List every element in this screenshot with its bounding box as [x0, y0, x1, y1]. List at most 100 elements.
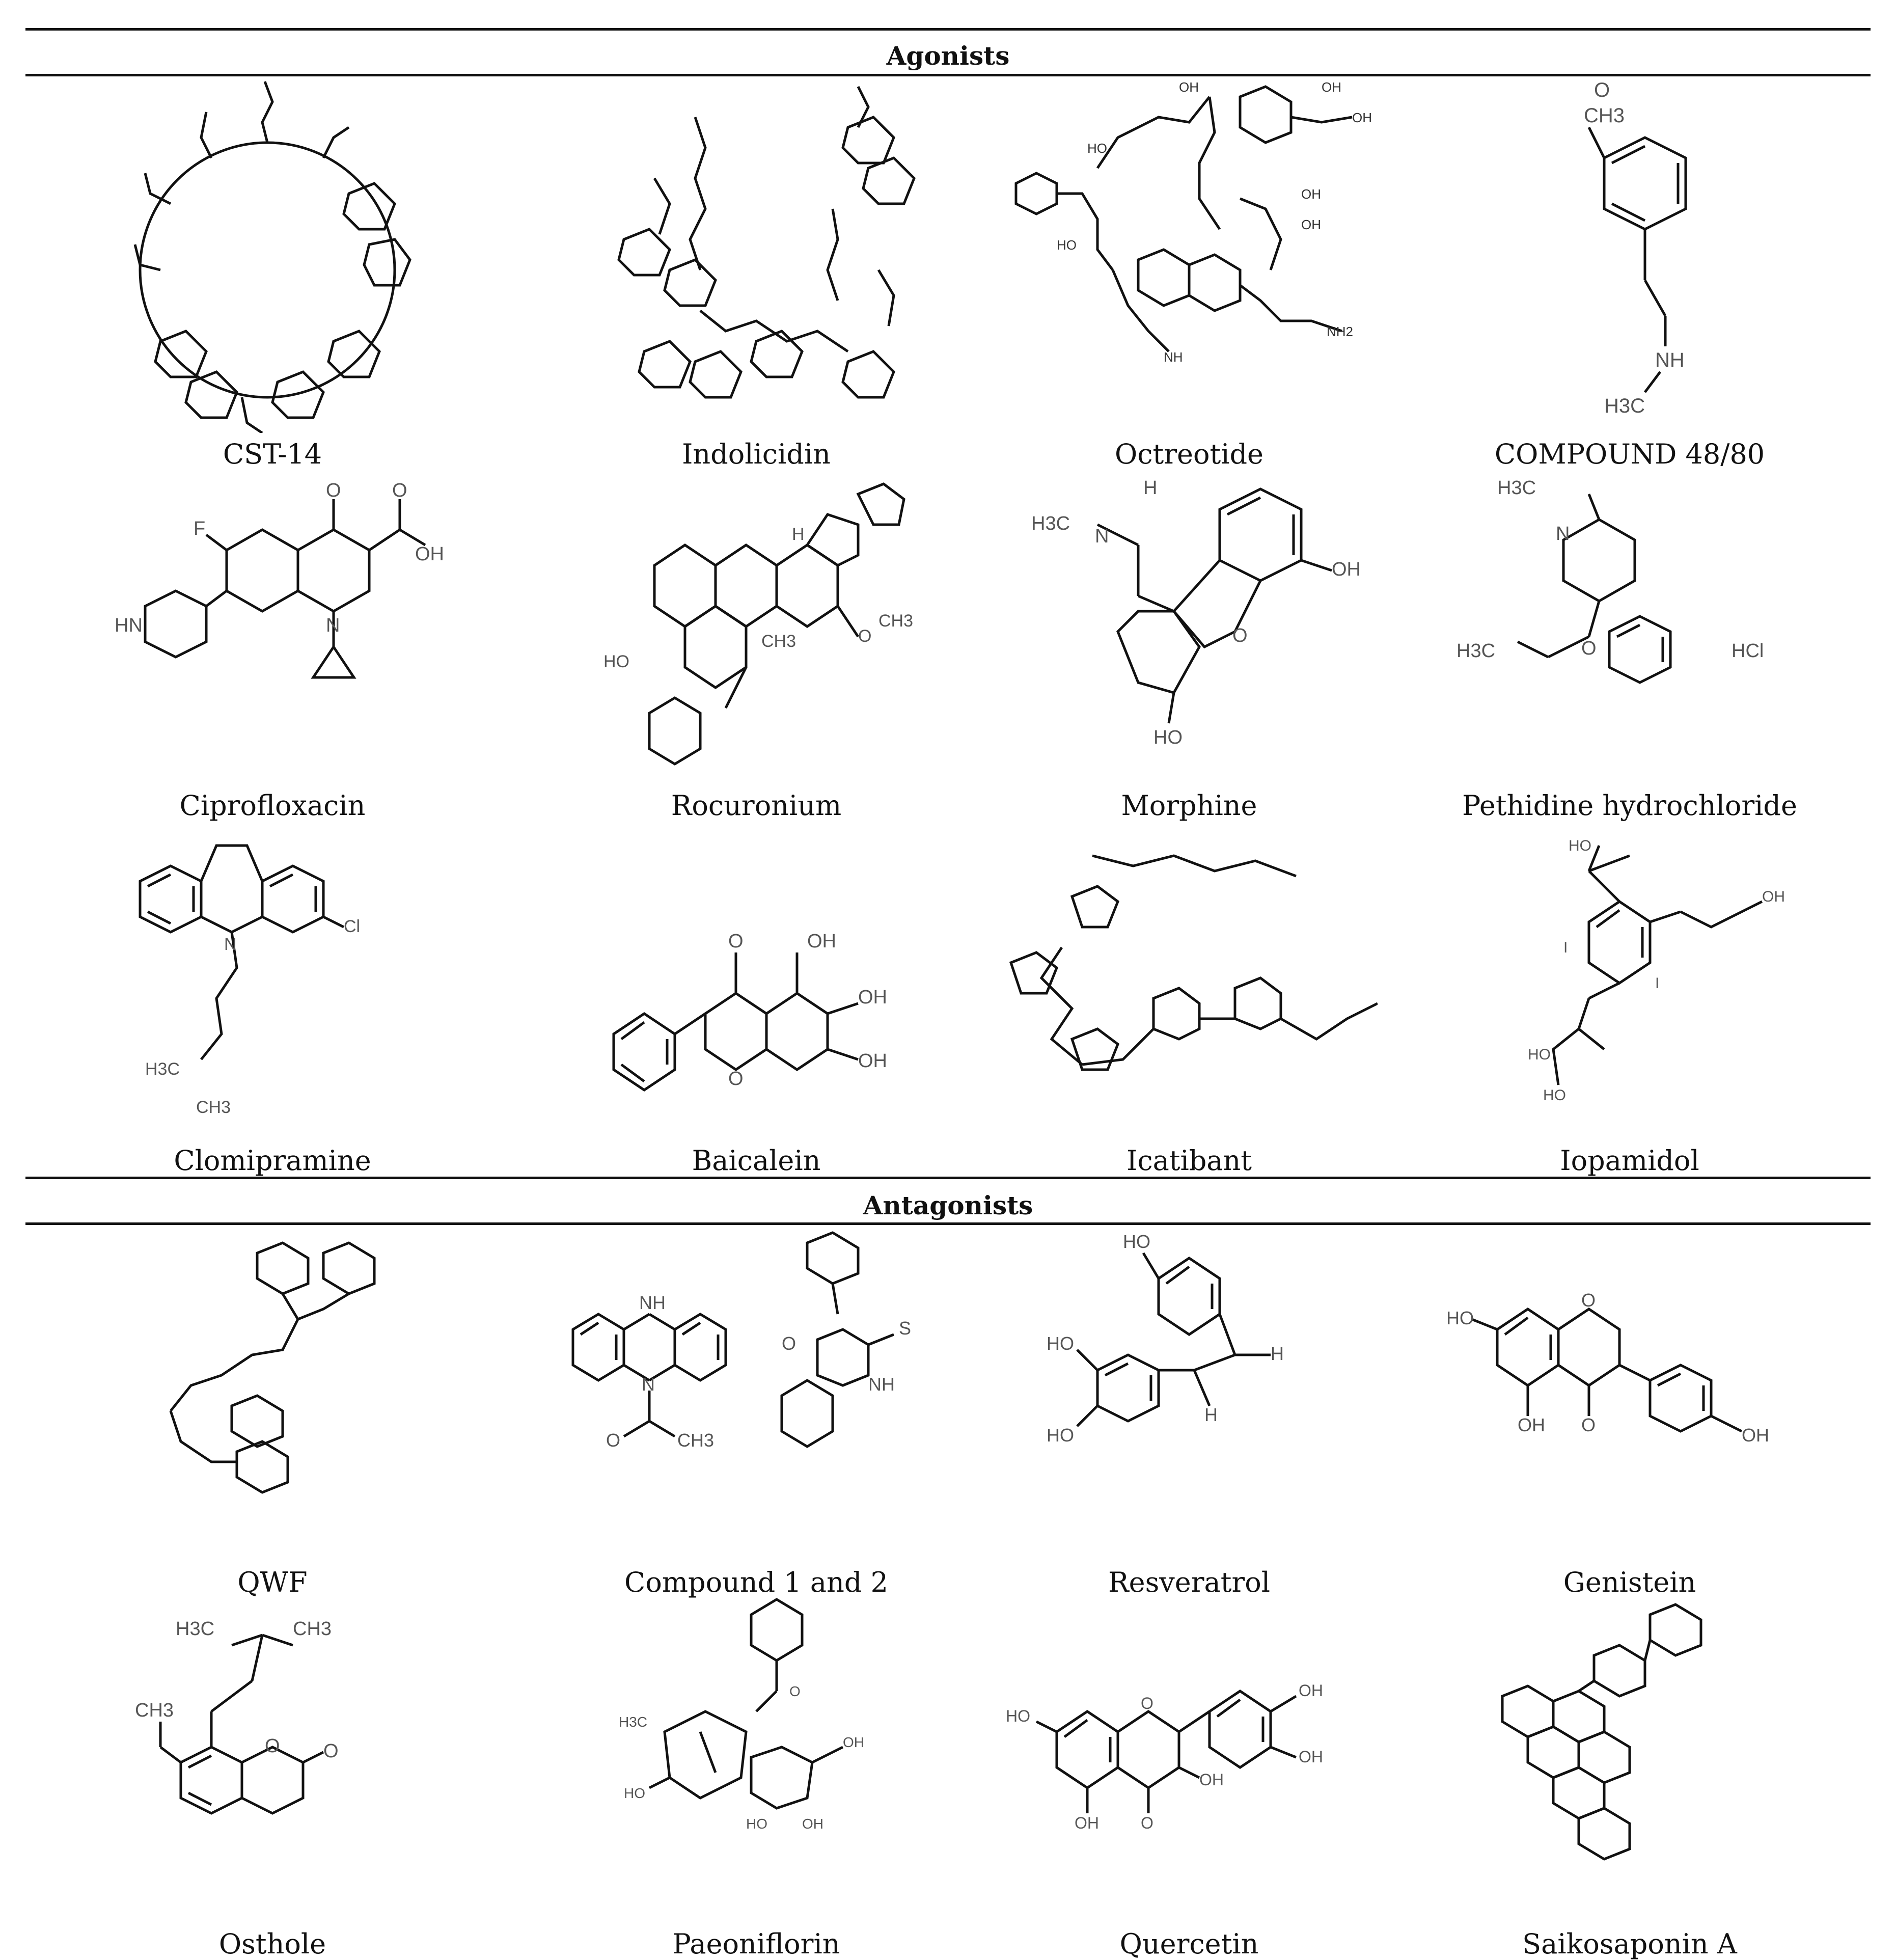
h3c-label: H3C: [176, 1618, 214, 1640]
svg-text:OH: OH: [1352, 110, 1372, 125]
side-hydroxy-label: OH: [1762, 888, 1785, 905]
quercetin-structure: HO O OH OH OH OH O: [1006, 1681, 1323, 1832]
bottom-ho-label: HO: [1047, 1425, 1074, 1446]
ring-n-label: N: [224, 935, 237, 954]
n-methyl-label: H3C: [145, 1059, 180, 1079]
acetate-o-label: O: [858, 627, 871, 646]
pethidine-caption: Pethidine hydrochloride: [1462, 790, 1797, 822]
compound-ciprofloxacin: O F OH HN N O Ciprofloxacin: [53, 474, 491, 830]
paeoniflorin-structure: H3C O HO OH HO OH: [619, 1598, 864, 1832]
ch3-label: CH3: [293, 1618, 332, 1640]
octreotide-caption: Octreotide: [1115, 438, 1263, 470]
ester-o-label: O: [1581, 638, 1597, 659]
cst-14-structure: [133, 81, 411, 433]
ciprofloxacin-structure: O F OH HN N O: [115, 480, 444, 679]
bridge-h-label: H: [792, 525, 805, 544]
rocuronium-structure: H CH3 HO O CH3: [603, 482, 913, 766]
icatibant-caption: Icatibant: [1126, 1145, 1252, 1177]
bridgehead-h-label: H: [1143, 479, 1157, 499]
phenazine-n-label: N: [642, 1374, 655, 1395]
quinazoline-o-label: O: [782, 1333, 796, 1354]
keto-o-label: O: [326, 480, 341, 501]
osthole-caption: Osthole: [218, 1928, 326, 1960]
hcl-label: HCl: [1732, 640, 1764, 662]
compound-qwf: QWF: [53, 1228, 491, 1598]
ho-label: HO: [624, 1785, 645, 1801]
rocuronium-caption: Rocuronium: [671, 790, 842, 822]
indolicidin-structure: [617, 86, 916, 399]
n-methyl-label: H3C: [1497, 479, 1536, 499]
compound-48-80-caption: COMPOUND 48/80: [1494, 438, 1765, 470]
oh-6-label: OH: [858, 987, 887, 1008]
compound-iopamidol: HO I I OH HO HO Iopamidol: [1411, 835, 1849, 1192]
hydroxy-label: HO: [603, 652, 629, 671]
pyran-o-label: O: [1141, 1694, 1153, 1712]
indolicidin-caption: Indolicidin: [682, 438, 831, 470]
compound-resveratrol: HO H H HO HO Resveratrol: [970, 1228, 1408, 1598]
iopamidol-caption: Iopamidol: [1560, 1145, 1699, 1177]
svg-text:OH: OH: [1301, 186, 1321, 202]
compound-paeoniflorin: H3C O HO OH HO OH Paeoniflorin: [537, 1594, 975, 1959]
osthole-structure: H3C CH3 CH3 O O: [135, 1618, 339, 1815]
compound-1-and-2-structure: NH N O CH3 O S NH: [571, 1231, 911, 1451]
ester-o-label: O: [789, 1683, 801, 1699]
compound-indolicidin: Indolicidin: [537, 76, 975, 469]
antagonists-heading: Antagonists: [863, 1190, 1033, 1220]
genistein-structure: HO O OH O OH: [1446, 1290, 1769, 1446]
compound-octreotide: OH OH OH HO HO OH OH NH NH2 Octreotide: [970, 76, 1408, 469]
clomipramine-caption: Clomipramine: [174, 1145, 371, 1177]
svg-text:O: O: [1594, 79, 1610, 101]
keto-o-label: O: [1141, 1814, 1153, 1832]
iodo-1-label: I: [1563, 939, 1568, 956]
morphine-caption: Morphine: [1121, 790, 1257, 822]
oh-5-label: OH: [807, 931, 836, 952]
baicalein-structure: O OH OH OH O: [612, 931, 887, 1092]
ether-o-label: O: [1232, 625, 1248, 646]
agonists-heading: Agonists: [886, 41, 1010, 71]
compound-morphine: H3C N H OH O HO Morphine: [970, 474, 1408, 830]
phenazine-nh-label: NH: [639, 1292, 666, 1313]
pyran-o-label: O: [728, 1068, 744, 1090]
quercetin-caption: Quercetin: [1119, 1928, 1259, 1960]
svg-text:HO: HO: [1087, 141, 1107, 156]
h3c-label: H3C: [619, 1714, 647, 1730]
octreotide-structure: OH OH OH HO HO OH OH NH NH2: [1014, 79, 1372, 365]
svg-text:OH: OH: [1301, 217, 1321, 232]
paeoniflorin-caption: Paeoniflorin: [672, 1928, 840, 1960]
compound-quercetin: HO O OH OH OH OH O Quercetin: [970, 1594, 1408, 1959]
resveratrol-caption: Resveratrol: [1108, 1566, 1271, 1598]
qwf-caption: QWF: [237, 1566, 308, 1598]
left-ho-label: HO: [1047, 1333, 1074, 1354]
qwf-structure: [169, 1241, 376, 1494]
pethidine-structure: H3C N H3C O HCl: [1457, 479, 1764, 684]
vinyl-h-label: H: [1271, 1343, 1284, 1364]
antagonists-top-rule: [25, 1177, 1871, 1179]
svg-text:CH3: CH3: [878, 611, 913, 631]
baicalein-caption: Baicalein: [692, 1145, 821, 1177]
chloro-label: Cl: [344, 917, 360, 936]
n-methyl-label: H3C: [1031, 513, 1070, 534]
oh-4p-label: OH: [1299, 1748, 1323, 1766]
methoxy-o-label: CH3: [1584, 104, 1625, 127]
oh-5-label: OH: [1075, 1814, 1099, 1832]
compound-rocuronium: H CH3 HO O CH3 Rocuronium: [537, 474, 975, 830]
ciprofloxacin-caption: Ciprofloxacin: [179, 790, 366, 822]
keto-o-label: O: [728, 931, 744, 952]
quinazoline-nh-label: NH: [868, 1374, 895, 1395]
compound-48-80-structure: CH3 NH H3C O: [1584, 79, 1687, 417]
svg-text:NH2: NH2: [1327, 324, 1353, 339]
vinyl-h-2-label: H: [1204, 1404, 1218, 1425]
n-methyl-label: H3C: [1604, 395, 1645, 417]
glucose-oh-label: OH: [843, 1734, 864, 1750]
compound-pethidine: H3C N H3C O HCl Pethidine hydrochloride: [1411, 474, 1849, 830]
genistein-caption: Genistein: [1563, 1566, 1696, 1598]
compound-saikosaponin-a: Saikosaponin A: [1411, 1594, 1849, 1959]
svg-text:O: O: [392, 480, 407, 501]
oh-3-label: OH: [1199, 1771, 1224, 1789]
svg-text:OH: OH: [1179, 79, 1199, 95]
saikosaponin-a-caption: Saikosaponin A: [1522, 1928, 1737, 1960]
quinolone-n-label: N: [326, 615, 340, 636]
lactone-o-label: O: [265, 1735, 280, 1757]
oh-4p-label: OH: [1742, 1425, 1769, 1446]
top-ho-label: HO: [1123, 1231, 1150, 1252]
